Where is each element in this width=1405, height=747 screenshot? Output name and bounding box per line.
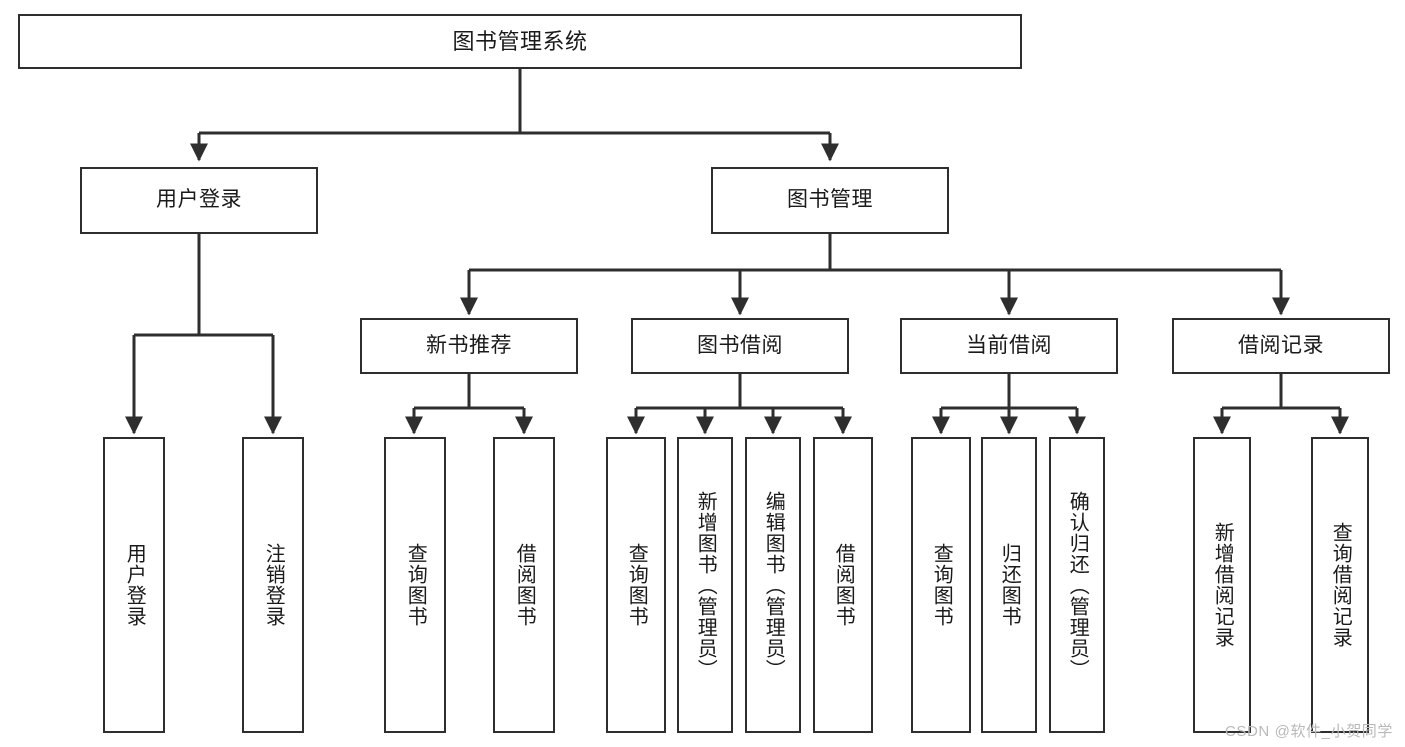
- node-label: 确认归还（管理员）: [1066, 490, 1089, 680]
- node-label: 新增借阅记录: [1211, 522, 1234, 648]
- node-label: 归还图书: [998, 543, 1021, 627]
- node-label: 借阅图书: [513, 543, 536, 627]
- node-label: 图书借阅: [697, 333, 783, 357]
- leaf-add-borrow-record[interactable]: 新增借阅记录: [1193, 437, 1251, 733]
- node-root-book-management-system[interactable]: 图书管理系统: [18, 14, 1022, 69]
- node-label: 当前借阅: [966, 333, 1052, 357]
- node-label: 查询图书: [404, 543, 427, 627]
- leaf-borrow-book[interactable]: 借阅图书: [813, 437, 873, 733]
- node-label: 图书管理: [787, 188, 873, 212]
- node-user-login[interactable]: 用户登录: [80, 167, 318, 234]
- node-new-book-recommend[interactable]: 新书推荐: [360, 318, 578, 374]
- node-label: 新书推荐: [426, 333, 512, 357]
- node-label: 借阅记录: [1238, 333, 1324, 357]
- node-borrow-record[interactable]: 借阅记录: [1172, 318, 1390, 374]
- leaf-edit-book-admin[interactable]: 编辑图书（管理员）: [745, 437, 801, 733]
- node-label: 查询图书: [930, 543, 953, 627]
- leaf-confirm-return-admin[interactable]: 确认归还（管理员）: [1049, 437, 1105, 733]
- node-label: 注销登录: [262, 543, 285, 627]
- leaf-logout-login[interactable]: 注销登录: [242, 437, 304, 733]
- node-book-management[interactable]: 图书管理: [711, 167, 949, 234]
- node-label: 查询借阅记录: [1329, 522, 1352, 648]
- node-label: 用户登录: [156, 188, 242, 212]
- leaf-return-book[interactable]: 归还图书: [981, 437, 1037, 733]
- leaf-query-book-recommend[interactable]: 查询图书: [384, 437, 446, 733]
- node-current-borrow[interactable]: 当前借阅: [900, 318, 1118, 374]
- leaf-query-borrow-record[interactable]: 查询借阅记录: [1311, 437, 1369, 733]
- leaf-query-book-current[interactable]: 查询图书: [911, 437, 971, 733]
- node-label: 编辑图书（管理员）: [762, 490, 785, 680]
- leaf-user-login[interactable]: 用户登录: [103, 437, 165, 733]
- node-label: 借阅图书: [832, 543, 855, 627]
- leaf-borrow-book-recommend[interactable]: 借阅图书: [493, 437, 555, 733]
- node-label: 新增图书（管理员）: [694, 490, 717, 680]
- node-label: 查询图书: [625, 543, 648, 627]
- node-label: 图书管理系统: [452, 28, 588, 54]
- node-label: 用户登录: [123, 543, 146, 627]
- node-book-borrow[interactable]: 图书借阅: [631, 318, 849, 374]
- leaf-add-book-admin[interactable]: 新增图书（管理员）: [677, 437, 733, 733]
- leaf-query-book-borrow[interactable]: 查询图书: [606, 437, 666, 733]
